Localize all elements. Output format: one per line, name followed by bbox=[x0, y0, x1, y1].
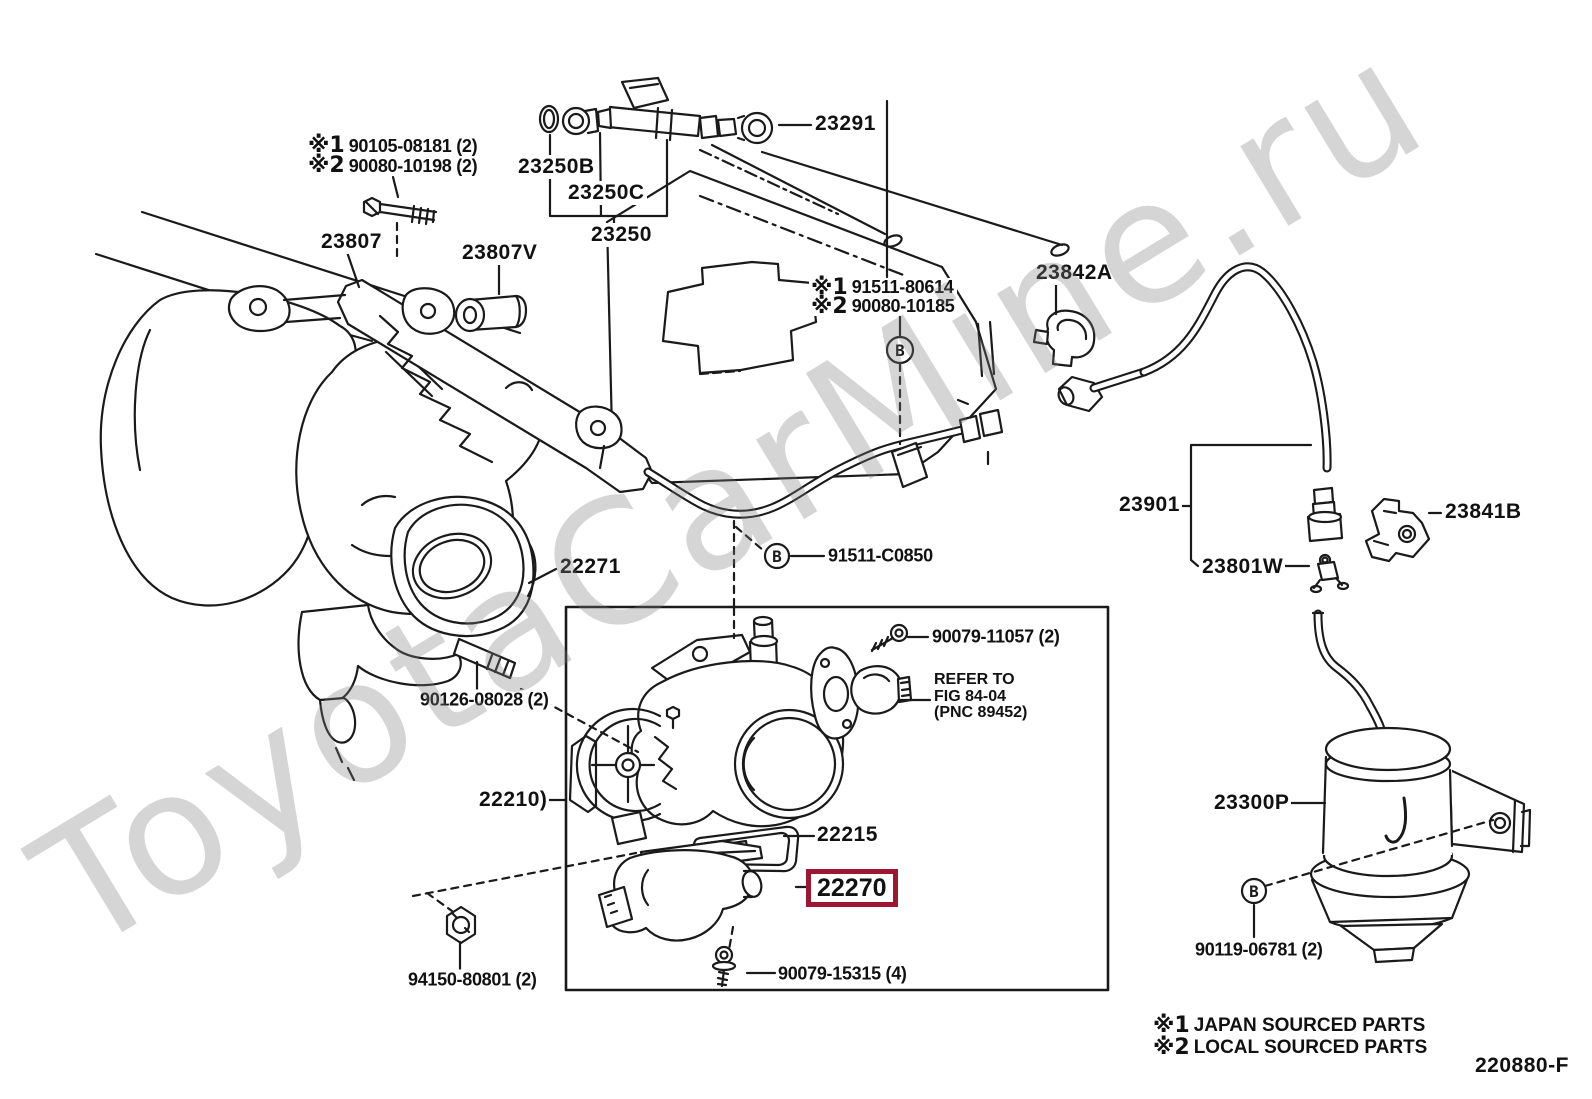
legend-text: JAPAN SOURCED PARTS bbox=[1193, 1015, 1426, 1036]
part-label-22271[interactable]: 22271 bbox=[558, 555, 623, 579]
valve-cover-drawing bbox=[607, 171, 1070, 483]
part-label-90119-06781[interactable]: 90119-06781 (2) bbox=[1193, 939, 1325, 961]
part-label-94150-80801[interactable]: 94150-80801 (2) bbox=[406, 969, 539, 991]
part-number: 91511-80614 bbox=[851, 277, 954, 297]
part-label-90079-15315[interactable]: 90079-15315 (4) bbox=[776, 963, 909, 985]
part-label-22215[interactable]: 22215 bbox=[815, 823, 880, 847]
part-label-23901[interactable]: 23901 bbox=[1117, 493, 1182, 517]
refer-line-2: FIG 84-04 bbox=[934, 687, 1007, 705]
part-label-23841B[interactable]: 23841B bbox=[1443, 500, 1524, 524]
part-label-23250[interactable]: 23250 bbox=[589, 223, 654, 247]
reference-mark: ※1 bbox=[811, 274, 848, 300]
injector-assembly-drawing bbox=[540, 78, 772, 143]
fuel-hose-right-drawing bbox=[1034, 267, 1429, 592]
legend-text: LOCAL SOURCED PARTS bbox=[1193, 1037, 1428, 1058]
part-label-23801W[interactable]: 23801W bbox=[1200, 555, 1286, 579]
note-pipe-clamp-bolts: ※1 91511-80614 ※2 90080-10185 bbox=[809, 274, 957, 319]
part-label-23300P[interactable]: 23300P bbox=[1212, 791, 1292, 815]
fuel-filter-drawing bbox=[1311, 613, 1530, 962]
part-number: 90080-10185 bbox=[851, 296, 955, 316]
lock-nut-drawing bbox=[447, 907, 475, 943]
part-label-22210[interactable]: 22210) bbox=[477, 788, 550, 812]
part-label-90079-11057[interactable]: 90079-11057 (2) bbox=[930, 626, 1062, 648]
note-row[interactable]: ※1 91511-80614 bbox=[811, 274, 955, 300]
part-label-23291[interactable]: 23291 bbox=[813, 112, 878, 136]
note-row[interactable]: ※1 90105-08181 (2) bbox=[308, 133, 478, 158]
fuel-pipe-clamp-drawing bbox=[648, 410, 1002, 514]
sourcing-legend: ※1 JAPAN SOURCED PARTS ※2 LOCAL SOURCED … bbox=[1151, 1015, 1430, 1059]
note-row[interactable]: ※2 90080-10185 bbox=[811, 293, 955, 319]
part-label-23842A[interactable]: 23842A bbox=[1034, 261, 1115, 285]
part-label-23250C[interactable]: 23250C bbox=[566, 181, 647, 205]
reference-mark: ※1 bbox=[308, 133, 345, 158]
part-label-23807[interactable]: 23807 bbox=[319, 230, 384, 254]
reference-mark: ※2 bbox=[308, 153, 345, 178]
marker-b-2: B bbox=[772, 547, 782, 566]
fuel-rail-drawing bbox=[229, 198, 652, 492]
refer-line-3: (PNC 89452) bbox=[934, 704, 1028, 721]
marker-b-3: B bbox=[1249, 882, 1259, 901]
reference-mark: ※2 bbox=[811, 293, 848, 319]
legend-row: ※2 LOCAL SOURCED PARTS bbox=[1153, 1037, 1427, 1059]
part-label-23250B[interactable]: 23250B bbox=[516, 155, 597, 179]
figure-code: 220880-F bbox=[1473, 1054, 1571, 1078]
reference-mark: ※2 bbox=[1153, 1035, 1190, 1060]
refer-note: REFER TO FIG 84-04 (PNC 89452) bbox=[932, 671, 1030, 722]
highlighted-part-box[interactable]: 22270 bbox=[806, 869, 898, 907]
part-label-91511-C0850[interactable]: 91511-C0850 bbox=[826, 545, 935, 567]
part-label-23807V[interactable]: 23807V bbox=[460, 241, 540, 265]
legend-row: ※1 JAPAN SOURCED PARTS bbox=[1153, 1015, 1427, 1037]
part-label-90126-08028[interactable]: 90126-08028 (2) bbox=[418, 689, 551, 711]
note-row[interactable]: ※2 90080-10198 (2) bbox=[308, 153, 478, 178]
throttle-body-box-drawing bbox=[566, 607, 1108, 990]
part-number: 90105-08181 (2) bbox=[348, 135, 478, 156]
refer-line-1: REFER TO bbox=[934, 671, 1015, 688]
note-injector-bolts: ※1 90105-08181 (2) ※2 90080-10198 (2) bbox=[306, 133, 480, 178]
part-label-22270[interactable]: 22270 bbox=[817, 874, 887, 902]
marker-b-1: B bbox=[895, 341, 905, 360]
bolt-marker-circles: B B B bbox=[765, 337, 1266, 903]
reference-mark: ※1 bbox=[1153, 1013, 1190, 1038]
part-number: 90080-10198 (2) bbox=[348, 155, 478, 176]
